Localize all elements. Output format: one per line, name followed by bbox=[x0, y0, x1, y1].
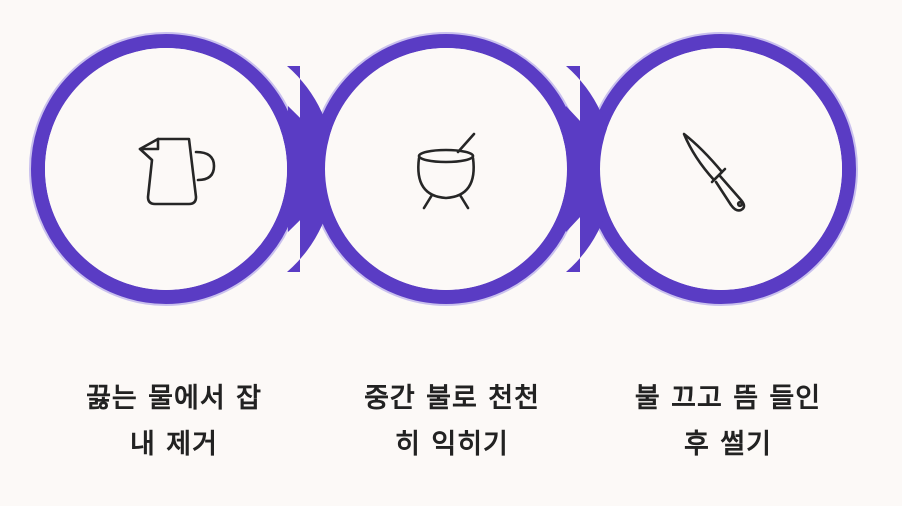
step-1-line-2: 내 제거 bbox=[130, 429, 218, 460]
pot-icon bbox=[417, 132, 476, 210]
step-2-line-2: 히 익히기 bbox=[395, 429, 509, 460]
connector-arrow-1 bbox=[287, 66, 352, 272]
step-label-3: 불 끄고 뜸 들인 후 썰기 bbox=[598, 376, 858, 468]
step-3-line-2: 후 썰기 bbox=[684, 429, 772, 460]
step-3-line-1: 불 끄고 뜸 들인 bbox=[634, 383, 822, 414]
step-2-line-1: 중간 불로 천천 bbox=[364, 383, 540, 414]
step-rings bbox=[29, 32, 858, 306]
connector-arrow-2 bbox=[566, 66, 625, 272]
knife-icon bbox=[682, 132, 746, 212]
step-label-1: 끓는 물에서 잡 내 제거 bbox=[44, 376, 304, 468]
step-1-line-1: 끓는 물에서 잡 bbox=[86, 383, 262, 414]
kettle-icon bbox=[138, 137, 216, 206]
step-label-2: 중간 불로 천천 히 익히기 bbox=[322, 376, 582, 468]
